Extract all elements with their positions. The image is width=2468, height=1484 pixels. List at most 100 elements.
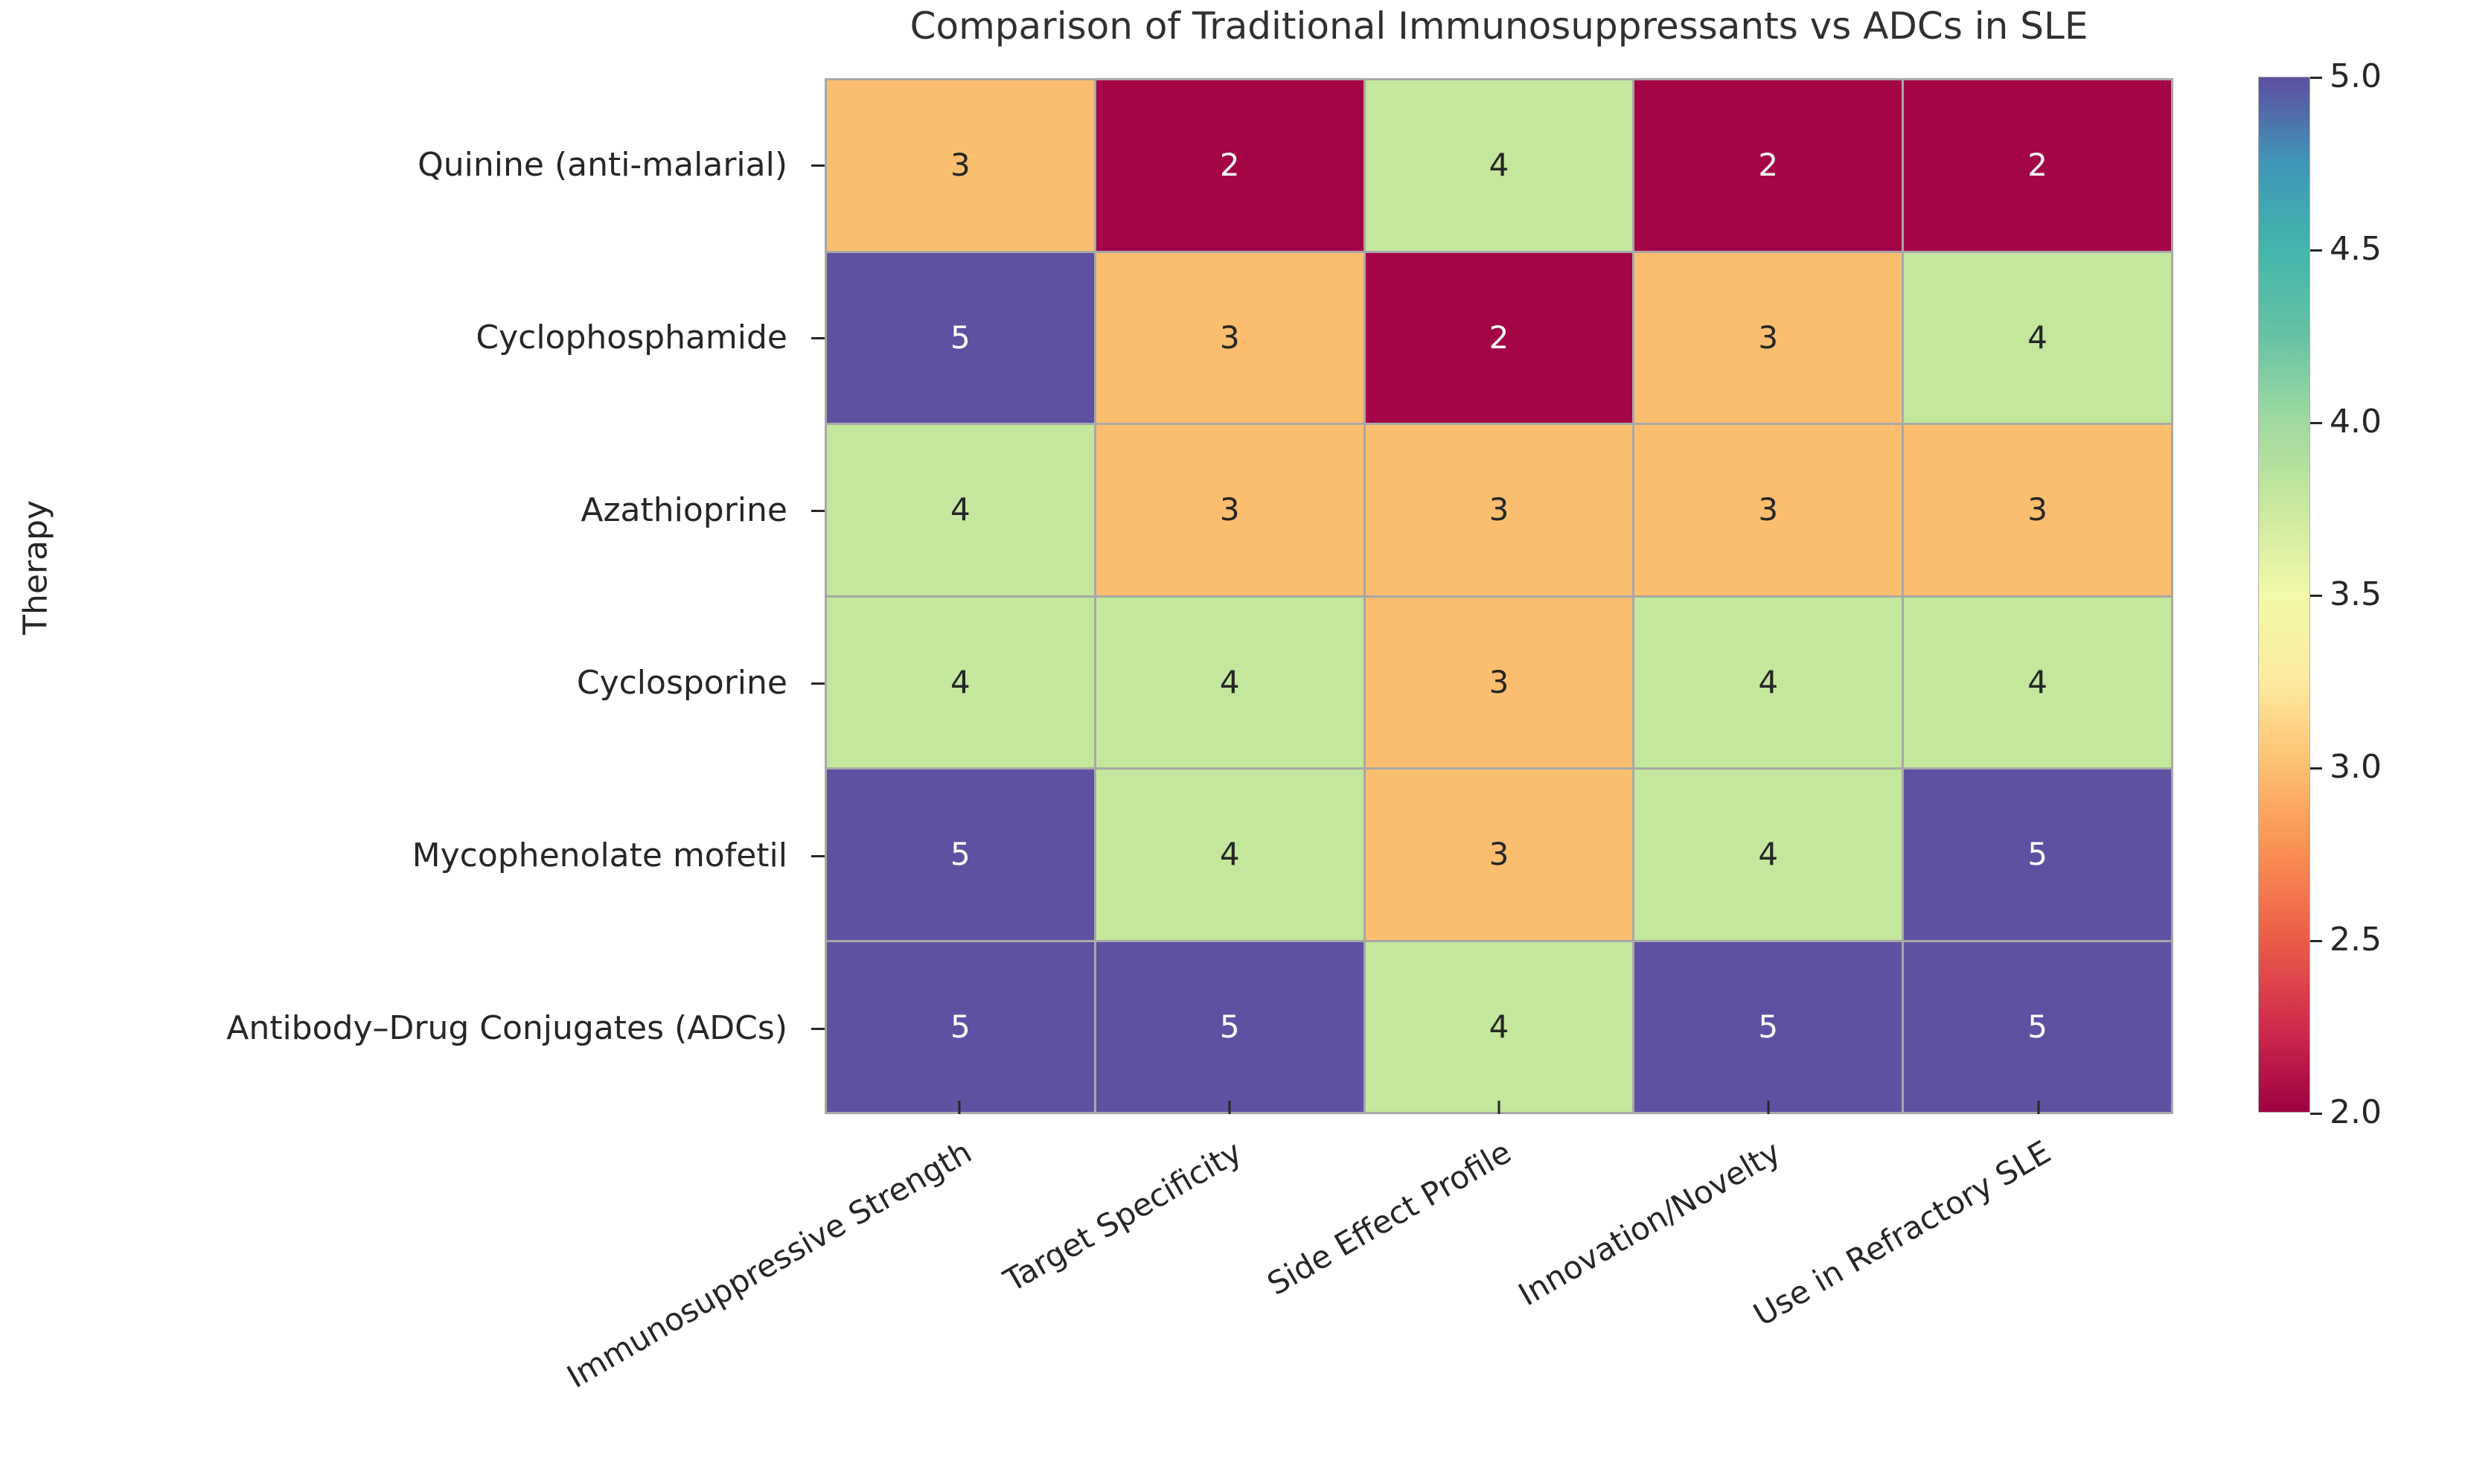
heatmap-cell: 3	[1904, 425, 2171, 595]
heatmap-cell-value: 2	[1758, 147, 1779, 184]
heatmap-cell-value: 3	[2027, 491, 2047, 528]
colorbar-tick-mark	[2310, 940, 2322, 942]
heatmap-cell: 4	[1634, 597, 1902, 767]
heatmap-cell-value: 3	[1219, 491, 1240, 528]
y-axis-tick-mark	[811, 164, 825, 167]
heatmap-cell-value: 2	[2027, 147, 2047, 184]
heatmap-cell: 5	[827, 941, 1094, 1112]
heatmap-cell-value: 5	[1758, 1008, 1779, 1045]
heatmap-cell-value: 4	[2027, 663, 2047, 700]
heatmap-cell-value: 3	[1489, 663, 1509, 700]
colorbar-tick-mark	[2310, 77, 2322, 79]
y-axis-tick-label: Antibody–Drug Conjugates (ADCs)	[226, 1008, 787, 1047]
x-axis-tick-mark	[1228, 1101, 1231, 1114]
heatmap-cell: 2	[1096, 80, 1364, 251]
heatmap-cell: 4	[1096, 597, 1364, 767]
heatmap-cell-value: 5	[950, 319, 971, 356]
heatmap-cell-value: 4	[950, 663, 971, 700]
colorbar-tick-label: 4.5	[2330, 230, 2382, 268]
heatmap-cell: 4	[827, 597, 1094, 767]
heatmap-cell: 3	[1096, 425, 1364, 595]
heatmap-cell-value: 5	[2027, 836, 2047, 873]
heatmap-cell: 3	[1365, 597, 1633, 767]
heatmap-cell: 3	[827, 80, 1094, 251]
chart-title: Comparison of Traditional Immunosuppress…	[909, 4, 2088, 48]
heatmap-cell-value: 4	[2027, 319, 2047, 356]
heatmap-cell: 3	[1365, 770, 1633, 940]
heatmap-cell-value: 4	[950, 491, 971, 528]
y-axis-tick-label: Quinine (anti-malarial)	[418, 145, 787, 184]
heatmap-cell: 4	[1904, 597, 2171, 767]
colorbar-tick-mark	[2310, 767, 2322, 770]
colorbar-tick-mark	[2310, 1113, 2322, 1115]
heatmap-cell: 2	[1365, 252, 1633, 423]
y-axis-tick-label: Cyclophosphamide	[476, 318, 787, 356]
x-axis-tick: Innovation/Novelty	[1512, 1101, 1903, 1442]
heatmap-cell: 5	[827, 770, 1094, 940]
x-axis-tick: Use in Refractory SLE	[1748, 1101, 2173, 1442]
y-axis-tick-mark	[811, 855, 825, 857]
heatmap-cell: 3	[1365, 425, 1633, 595]
x-axis-tick-mark	[1767, 1101, 1770, 1114]
x-axis-tick-label: Immunosuppressive Strength	[560, 1133, 978, 1395]
y-axis-tick-label: Cyclosporine	[576, 663, 787, 702]
heatmap-cell-value: 5	[950, 1008, 971, 1045]
heatmap-cell-value: 5	[950, 836, 971, 873]
heatmap-cell: 4	[1634, 770, 1902, 940]
colorbar-tick-mark	[2310, 249, 2322, 252]
heatmap-cell: 5	[1904, 770, 2171, 940]
y-axis-tick-mark	[811, 510, 825, 512]
colorbar-tick-label: 5.0	[2330, 57, 2382, 95]
heatmap-cell: 5	[1096, 941, 1364, 1112]
heatmap-cell-value: 4	[1219, 836, 1240, 873]
y-axis-tick-label: Azathioprine	[581, 490, 787, 529]
heatmap-cell-value: 4	[1758, 663, 1779, 700]
x-axis-tick: Side Effect Profile	[1261, 1101, 1634, 1442]
heatmap-cell-value: 3	[1489, 836, 1509, 873]
heatmap-cell: 2	[1904, 80, 2171, 251]
colorbar-tick-label: 3.0	[2330, 748, 2382, 786]
heatmap-cell: 2	[1634, 80, 1902, 251]
x-axis-tick-mark	[958, 1101, 961, 1114]
colorbar-tick-mark	[2310, 422, 2322, 424]
heatmap-cell-value: 2	[1219, 147, 1240, 184]
colorbar-gradient	[2258, 77, 2310, 1113]
x-axis-tick: Target Specificity	[997, 1101, 1364, 1442]
colorbar-tick-label: 2.0	[2330, 1093, 2382, 1131]
heatmap-cell-value: 3	[950, 147, 971, 184]
heatmap-cell: 3	[1634, 252, 1902, 423]
heatmap-cell: 4	[827, 425, 1094, 595]
heatmap-cell-value: 4	[1489, 1008, 1509, 1045]
colorbar-outline	[2258, 77, 2310, 1113]
colorbar-tick-label: 2.5	[2330, 921, 2382, 959]
heatmap-cell-value: 3	[1489, 491, 1509, 528]
y-axis-tick-mark	[811, 682, 825, 685]
heatmap-cell-value: 4	[1219, 663, 1240, 700]
heatmap-cell-value: 2	[1489, 319, 1509, 356]
heatmap-cell-value: 4	[1489, 147, 1509, 184]
x-axis-tick-mark	[2037, 1101, 2040, 1114]
heatmap-cell: 4	[1365, 941, 1633, 1112]
colorbar[interactable]: 2.0 2.5 3.0 3.5 4.0 4.5 5.0	[2258, 60, 2382, 1129]
heatmap-cell-value: 3	[1758, 491, 1779, 528]
heatmap-cell: 4	[1904, 252, 2171, 423]
colorbar-tick-mark	[2310, 595, 2322, 597]
heatmap-cell: 5	[1904, 941, 2171, 1112]
y-axis-label: Therapy	[16, 500, 55, 635]
y-axis-tick-mark	[811, 337, 825, 339]
x-axis-tick-mark	[1497, 1101, 1500, 1114]
heatmap-cell: 4	[1096, 770, 1364, 940]
heatmap-cell: 5	[827, 252, 1094, 423]
y-axis-tick-mark	[811, 1028, 825, 1030]
colorbar-tick-label: 3.5	[2330, 575, 2382, 613]
heatmap-cell-value: 3	[1219, 319, 1240, 356]
x-axis-tick: Immunosuppressive Strength	[561, 1101, 1094, 1442]
colorbar-tick-label: 4.0	[2330, 403, 2382, 441]
heatmap-cell: 4	[1365, 80, 1633, 251]
heatmap-cell: 3	[1634, 425, 1902, 595]
